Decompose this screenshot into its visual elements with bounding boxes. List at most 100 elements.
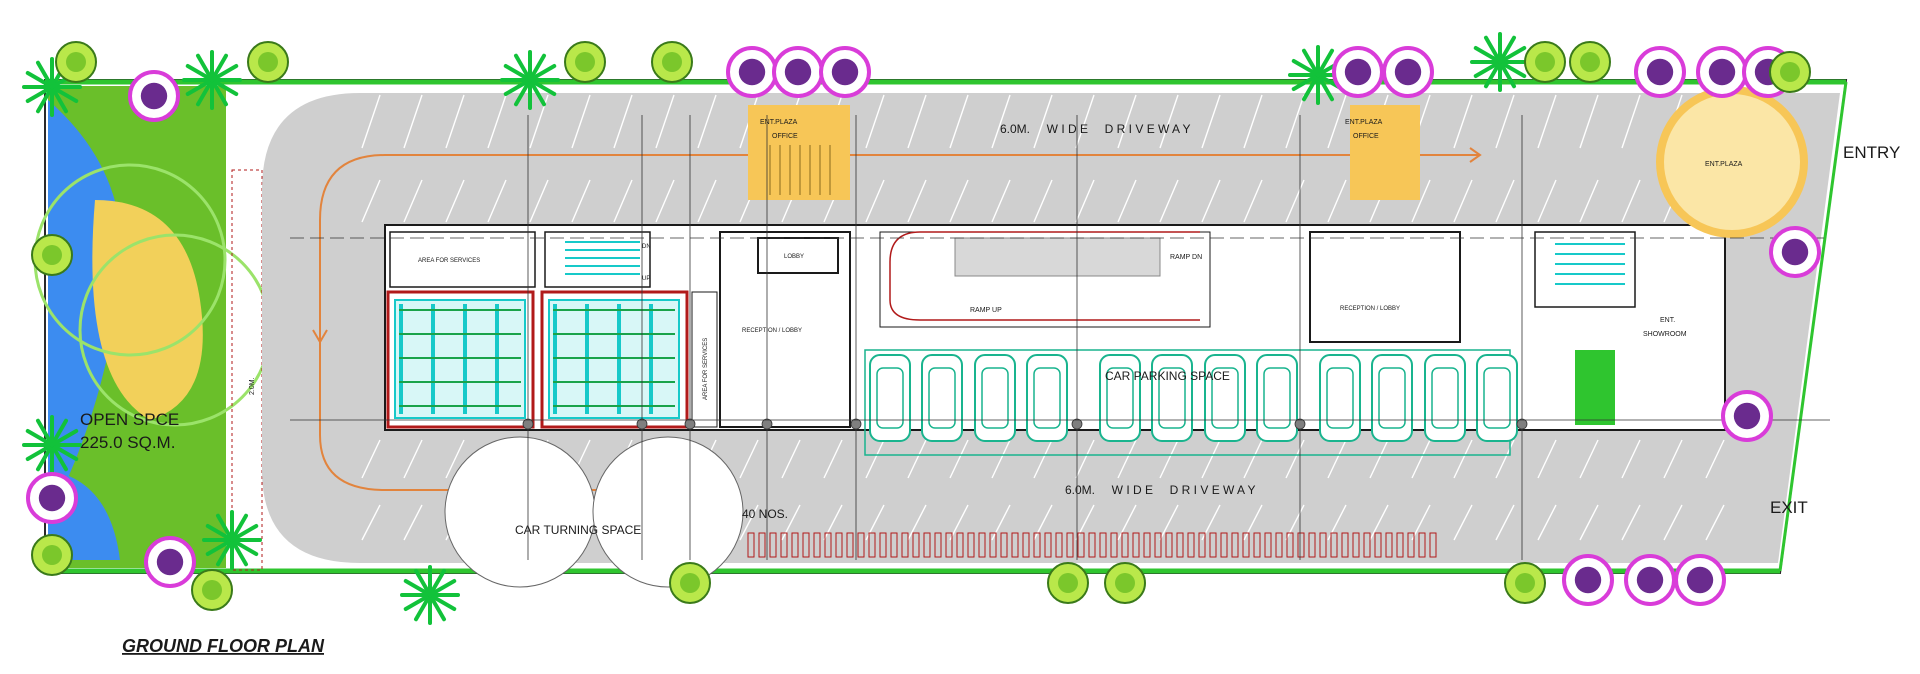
car-roof [1033, 367, 1061, 429]
bike-slot [967, 532, 975, 558]
bike-slot [1000, 532, 1008, 558]
bay-line [991, 179, 1011, 223]
bike-slot [758, 532, 766, 558]
flower-tree-icon [1382, 46, 1434, 98]
bike-slot [1044, 532, 1052, 558]
stair-dn-label: DN [642, 244, 651, 250]
car-roof [1326, 367, 1354, 429]
showroom-green [1575, 350, 1615, 425]
bay-line [655, 94, 675, 149]
palm-frond [1473, 46, 1502, 64]
bike-slot [868, 532, 876, 558]
palm-frond [25, 85, 54, 103]
bike-slot [1066, 532, 1074, 558]
bay-line [991, 94, 1011, 149]
bay-line [1411, 504, 1431, 541]
bay-line [403, 179, 423, 223]
bike-slot [1418, 532, 1426, 558]
bike-slot [747, 532, 755, 558]
bay-line [1621, 94, 1641, 149]
bay-line [1621, 439, 1641, 479]
bike-slot [1429, 532, 1437, 558]
flower-core [784, 58, 812, 86]
reception-right-label: RECEPTION / LOBBY [1340, 306, 1400, 312]
bay-line [991, 504, 1011, 541]
car-icon [1319, 354, 1361, 442]
services-label-side: AREA FOR SERVICES [703, 338, 709, 400]
bike-slot [901, 532, 909, 558]
bay-line [907, 179, 927, 223]
palm-frond [1498, 60, 1527, 78]
bay-line [361, 94, 381, 149]
flower-tree-icon [26, 472, 78, 524]
bike-slot [956, 532, 964, 558]
car-icon [869, 354, 911, 442]
bay-line [1495, 504, 1515, 541]
turning-space-label: CAR TURNING SPACE [515, 523, 641, 537]
services-area-side [691, 291, 718, 428]
palm-frond [36, 85, 54, 114]
tree-center [1535, 52, 1555, 72]
bay-line [1243, 439, 1263, 479]
bike-slot [989, 532, 997, 558]
bay-line [1705, 504, 1725, 541]
bay-line [1285, 439, 1305, 479]
bay-line [445, 439, 465, 479]
round-tree-icon [669, 562, 711, 604]
flower-tree-icon [1769, 226, 1821, 278]
bike-slot [1396, 532, 1404, 558]
bay-line [361, 179, 381, 223]
bay-line [907, 439, 927, 479]
car-icon [1476, 354, 1518, 442]
palm-tree-icon [500, 50, 560, 110]
bike-slot [1352, 532, 1360, 558]
bay-line [739, 504, 759, 541]
bike-slot [1099, 532, 1107, 558]
bike-slot [846, 532, 854, 558]
traffic-loop-line [319, 154, 1480, 491]
palm-frond [216, 538, 234, 567]
traffic-loop-arrow-left [312, 329, 328, 344]
palm-frond [403, 579, 432, 597]
round-tree-icon [1504, 562, 1546, 604]
flower-tree-icon [1624, 554, 1676, 606]
round-tree-icon [1524, 41, 1566, 83]
round-tree-icon [55, 41, 97, 83]
palm-frond [36, 60, 54, 89]
bike-slot [1374, 532, 1382, 558]
palm-frond [185, 78, 214, 96]
car-icon [1424, 354, 1466, 442]
bike-slot [1187, 532, 1195, 558]
bay-line [1579, 179, 1599, 223]
steps-left [769, 145, 831, 195]
car-icon [1256, 354, 1298, 442]
bay-line [655, 179, 675, 223]
palm-frond [50, 443, 68, 472]
bay-line [1327, 94, 1347, 149]
palm-frond [205, 524, 234, 542]
ramp-up-label: RAMP UP [970, 307, 1002, 314]
tree-center [258, 52, 278, 72]
bay-line [1621, 504, 1641, 541]
palm-frond [50, 85, 68, 114]
bay-line [1285, 179, 1305, 223]
turning-circle-1 [444, 436, 596, 588]
services-label-top: AREA FOR SERVICES [418, 258, 480, 264]
bay-line [1327, 179, 1347, 223]
palm-frond [1484, 35, 1502, 64]
palm-frond [25, 443, 54, 461]
palm-frond [210, 78, 239, 96]
exit-label: EXIT [1770, 498, 1808, 517]
bay-line [1033, 179, 1053, 223]
flower-core [1636, 566, 1664, 594]
bay-line [571, 94, 591, 149]
ent-plaza-office-right [1350, 105, 1420, 200]
bike-slot [1385, 532, 1393, 558]
bike-slot [1165, 532, 1173, 558]
bay-line [1201, 179, 1221, 223]
car-roof [1106, 367, 1134, 429]
ent-plaza-label: ENT.PLAZA [1705, 161, 1743, 168]
car-icon [974, 354, 1016, 442]
bay-line [1579, 504, 1599, 541]
